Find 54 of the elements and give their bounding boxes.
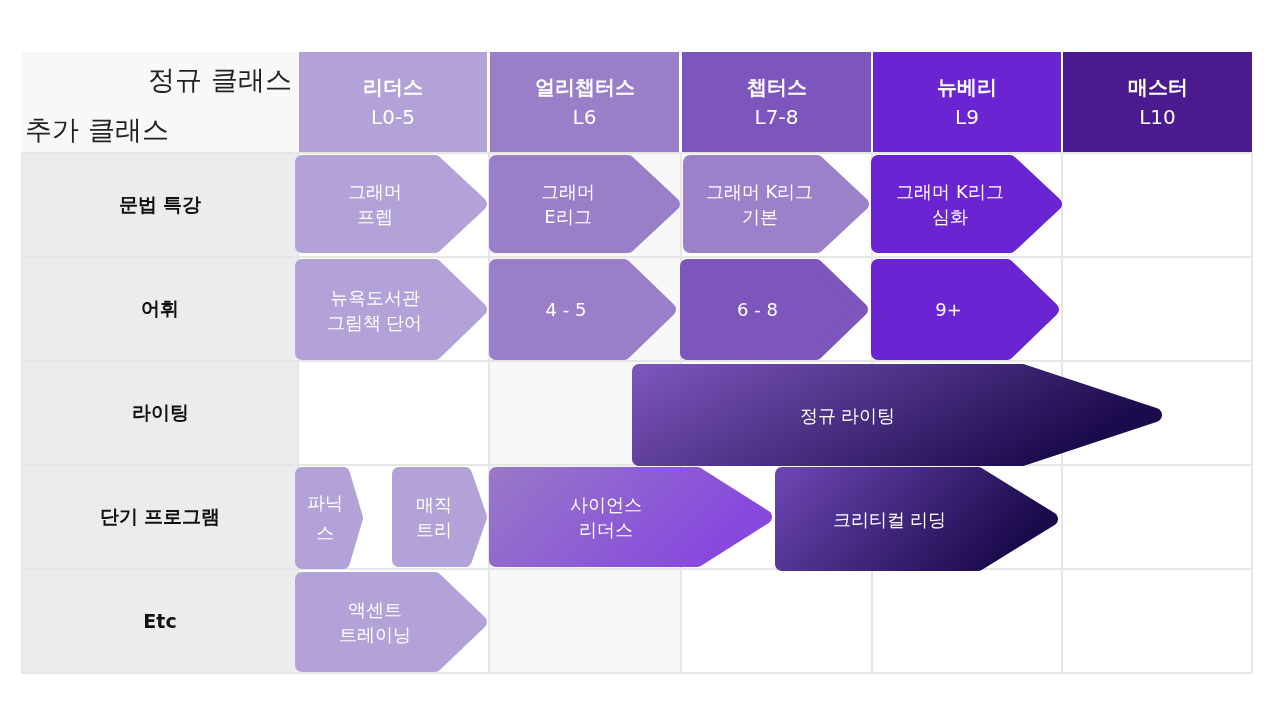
class-block (295, 467, 363, 569)
class-block (632, 364, 1162, 466)
class-name: 4 - 5 (544, 298, 588, 322)
class-name: 그래머 K리그 심화 (895, 180, 1005, 229)
category-name: Etc (143, 610, 177, 632)
category-header (23, 466, 297, 568)
level-header (490, 52, 679, 152)
class-name: 사이언스 리더스 (568, 493, 643, 542)
class-name: 파닉스 (305, 491, 344, 545)
category-name: 문법 특강 (118, 192, 202, 217)
class-block (683, 155, 869, 253)
level-code: L0-5 (371, 104, 415, 131)
category-name: 라이팅 (131, 400, 189, 425)
level-name: 얼리챕터스 (534, 74, 635, 101)
class-name: 크리티컬 리딩 (832, 507, 947, 532)
class-name: 9+ (934, 298, 963, 322)
level-name: 뉴베리 (937, 74, 997, 101)
class-block (295, 572, 487, 672)
class-block (871, 155, 1062, 253)
axis-heading: 추가 클래스 (25, 113, 169, 147)
class-name: 그래머 E리그 (540, 180, 596, 229)
level-code: L6 (572, 104, 597, 131)
level-code: L7-8 (754, 104, 799, 131)
class-name: 그래머 K리그 기본 (704, 180, 815, 229)
level-code: L10 (1139, 104, 1176, 131)
class-block (871, 259, 1059, 360)
class-block (680, 259, 868, 360)
category-header (23, 570, 297, 672)
class-block (489, 467, 772, 567)
class-name: 뉴욕도서관 그림책 단어 (325, 285, 424, 335)
class-block (392, 467, 487, 567)
category-name: 어휘 (141, 296, 179, 321)
level-header (1063, 52, 1252, 152)
level-code: L9 (955, 104, 979, 131)
category-header (23, 258, 297, 360)
level-header (299, 52, 487, 152)
class-name: 6 - 8 (736, 298, 779, 322)
class-block (295, 155, 487, 253)
class-block (489, 155, 680, 253)
level-name: 매스터 (1127, 74, 1188, 101)
category-header (23, 154, 297, 256)
class-block (775, 467, 1058, 571)
level-name: 리더스 (363, 74, 423, 101)
category-name: 단기 프로그램 (99, 504, 221, 529)
class-block (295, 259, 487, 360)
axis-heading: 정규 클래스 (148, 63, 292, 97)
class-block (489, 259, 676, 360)
class-name: 그래머 프렙 (346, 180, 403, 229)
level-header (873, 52, 1061, 152)
level-name: 챕터스 (746, 74, 807, 101)
class-name: 정규 라이팅 (799, 403, 896, 428)
class-name: 액센트 트레이닝 (337, 598, 412, 647)
class-name: 매직 트리 (415, 493, 453, 542)
level-header (682, 52, 871, 152)
